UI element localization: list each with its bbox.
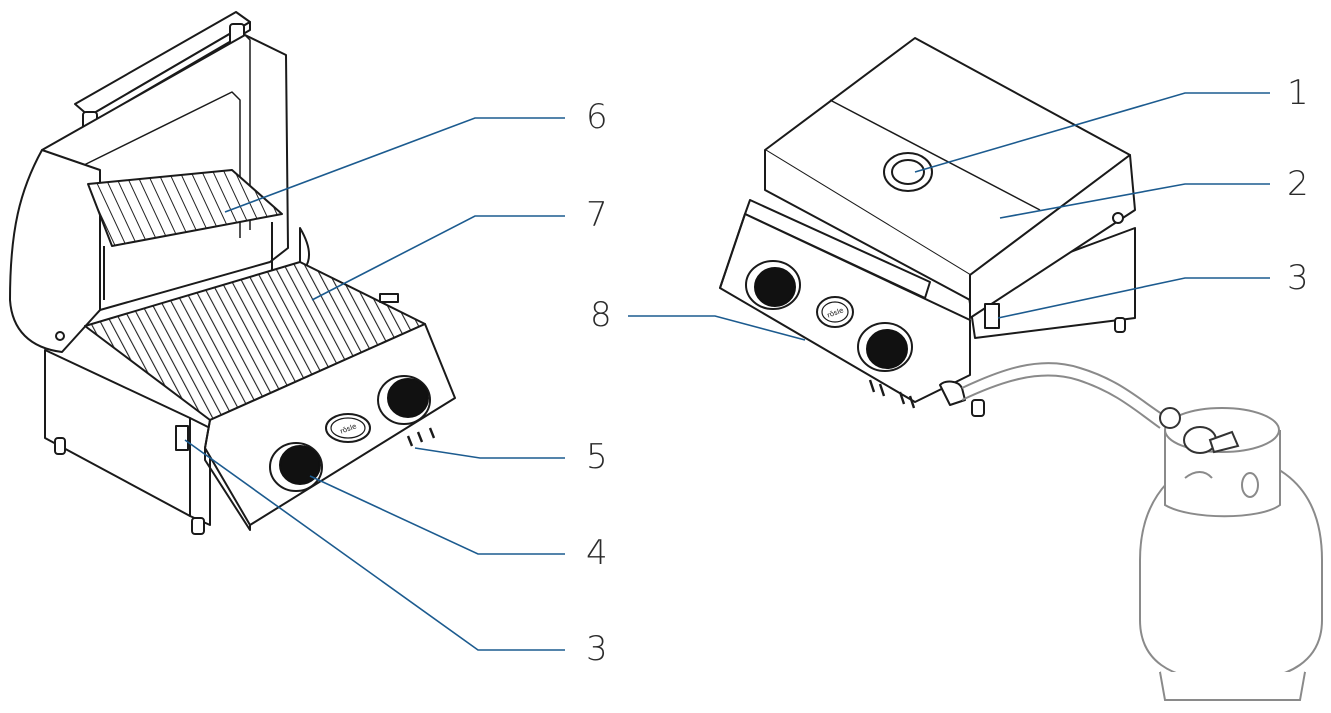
leader-1 [914,92,1270,173]
knob-right-2 [857,322,913,372]
lid-side [9,149,101,353]
knob-front-right [377,375,431,425]
callout-1: 1 [1287,73,1309,113]
hooks-left [406,427,436,447]
leader-8 [628,315,806,341]
logo-badge-left [325,413,371,443]
callout-3-left: 3 [586,629,608,669]
latch-left [175,425,189,451]
callout-4: 4 [586,533,608,573]
gas-inlet [939,380,966,406]
closed-grill [719,37,1136,417]
leader-3-left [184,439,565,651]
callout-6: 6 [586,97,608,137]
leader-lines [184,92,1270,651]
latch-right [984,303,1000,329]
gas-tank [1139,407,1323,701]
leader-4 [309,475,565,555]
leader-3-right [997,277,1270,319]
callout-2: 2 [1287,164,1309,204]
callout-5: 5 [586,437,608,477]
callout-3-right: 3 [1287,258,1309,298]
callout-8: 8 [590,295,612,335]
warming-rack [87,169,283,247]
firebox-right [967,227,1136,339]
open-grill [9,11,456,535]
thermometer [883,152,933,192]
hooks-right [868,379,916,409]
gas-hose [961,362,1166,429]
knob-front-left [269,442,323,492]
leader-2 [999,183,1270,219]
leader-6 [224,117,565,213]
leader-7 [311,215,565,301]
callout-7: 7 [586,195,608,235]
knob-right-1 [745,260,801,310]
leader-5 [414,447,565,459]
logo-badge-right [816,296,854,328]
